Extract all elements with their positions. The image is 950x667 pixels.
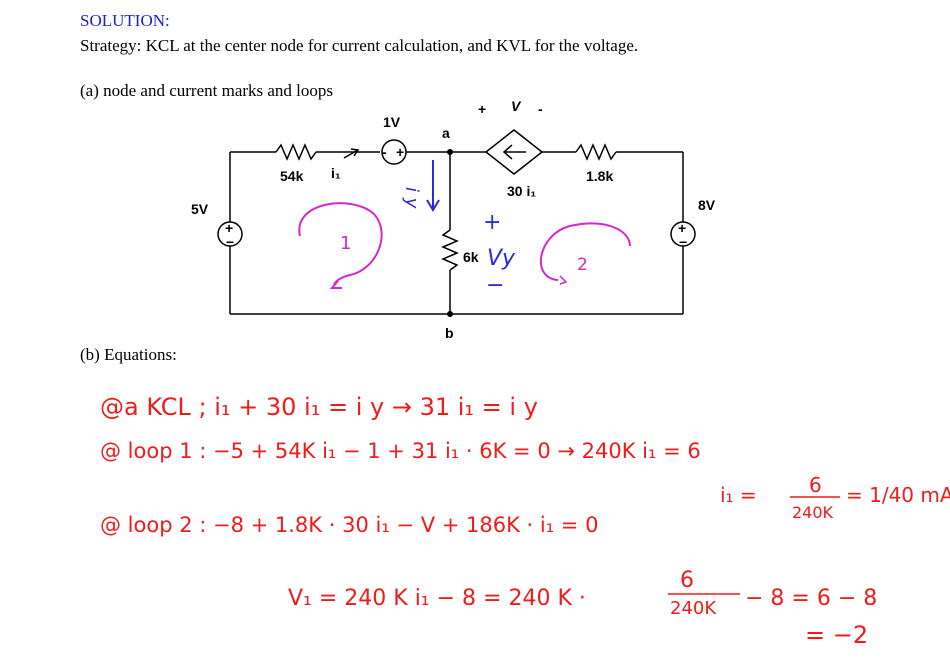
circuit-diagram — [217, 129, 696, 315]
right-source-plus: + — [678, 220, 686, 236]
equation-v-numerator: 6 — [680, 568, 694, 593]
solution-label: SOLUTION: — [80, 11, 170, 30]
vy-plus: + — [483, 210, 501, 235]
resistor-6k — [441, 229, 459, 271]
vy-label: Vy — [487, 246, 516, 271]
equation-i1-result: = 1/40 mA — [846, 483, 950, 507]
equation-i1-numerator: 6 — [809, 473, 822, 497]
equation-v-lhs: V₁ = 240 K i₁ − 8 = 240 K · — [288, 586, 586, 611]
1v-label: 1V — [383, 114, 401, 130]
node-b-label: b — [445, 325, 454, 341]
iy-label: i y — [401, 187, 422, 209]
dep-source-label: 30 i₁ — [507, 183, 536, 199]
v-label: V — [511, 98, 522, 114]
1v-source-plus: + — [396, 144, 404, 160]
right-source-label: 8V — [698, 197, 716, 213]
i1-label: i₁ — [331, 165, 341, 181]
node-a-dot — [447, 149, 453, 155]
loop2-label: 2 — [577, 255, 588, 275]
equation-loop2: @ loop 2 : −8 + 1.8K · 30 i₁ − V + 186K … — [100, 513, 598, 537]
equation-v-rhs: − 8 = 6 − 8 — [745, 586, 877, 611]
part-b-caption: (b) Equations: — [80, 345, 177, 364]
part-a-caption: (a) node and current marks and loops — [80, 81, 334, 100]
equation-v-denominator: 240K — [670, 598, 717, 619]
equation-loop1: @ loop 1 : −5 + 54K i₁ − 1 + 31 i₁ · 6K … — [100, 439, 701, 463]
equation-kcl: @a KCL ; i₁ + 30 i₁ = i y → 31 i₁ = i y — [100, 393, 538, 421]
loop1-label: 1 — [340, 233, 351, 254]
node-b-dot — [447, 311, 453, 317]
node-a-label: a — [442, 125, 450, 141]
vy-minus: − — [486, 273, 504, 298]
r6k-label: 6k — [463, 249, 479, 265]
left-source-plus: + — [225, 220, 233, 236]
iy-arrow — [426, 160, 440, 212]
loop1-curve — [298, 202, 383, 286]
resistor-54k — [275, 143, 317, 161]
r54k-label: 54k — [280, 168, 304, 184]
strategy-text: Strategy: KCL at the center node for cur… — [80, 36, 639, 55]
1v-source-minus: - — [382, 144, 387, 160]
v-minus-label: - — [538, 101, 543, 117]
equation-i1-lhs: i₁ = — [720, 483, 757, 507]
v-plus-label: + — [478, 101, 486, 117]
equation-v-result: = −2 — [805, 621, 868, 649]
equation-i1-denominator: 240K — [792, 503, 834, 522]
r1-8k-label: 1.8k — [586, 168, 613, 184]
resistor-1-8k — [575, 143, 617, 161]
right-source-minus: − — [679, 234, 687, 250]
loop2-curve — [540, 222, 631, 281]
left-source-minus: − — [226, 234, 234, 250]
left-source-label: 5V — [191, 201, 209, 217]
